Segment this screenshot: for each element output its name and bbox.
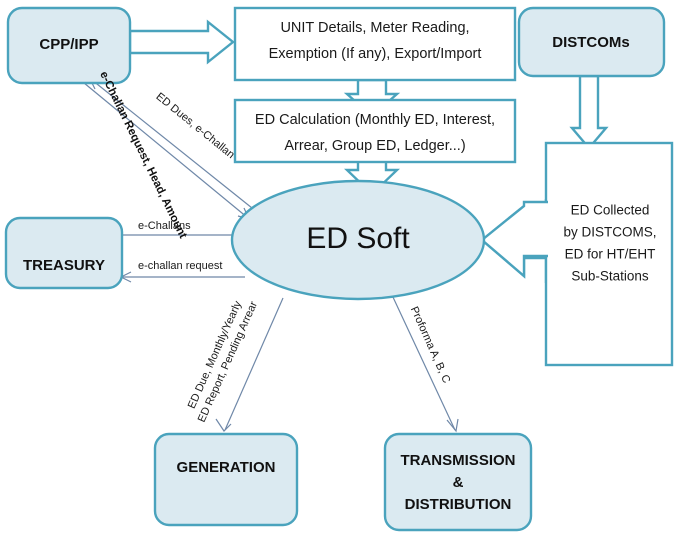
- node-generation[interactable]: [153, 432, 299, 527]
- box-text-ed-collected-line2: by DISTCOMS,: [563, 225, 656, 240]
- arrowhead-ed-soft-to-transmission: [446, 418, 459, 433]
- box-unit-details: [233, 6, 517, 82]
- box-text-ed-collected-line3: ED for HT/EHT: [565, 247, 656, 262]
- edge-label-cpp-ipp-to-ed-soft: e-Challan Request, Head, Amount: [97, 70, 189, 241]
- node-label-transmission-line1: TRANSMISSION: [400, 452, 515, 469]
- node-label-cpp-ipp: CPP/IPP: [39, 36, 98, 53]
- line-ed-soft-to-cpp-ipp: [91, 79, 253, 209]
- box-text-ed-collected-line4: Sub-Stations: [571, 269, 649, 284]
- line-ed-soft-to-generation: [224, 297, 284, 431]
- node-label-ed-soft: ED Soft: [306, 222, 410, 255]
- node-treasury[interactable]: [4, 216, 124, 290]
- node-label-distcoms: DISTCOMs: [552, 34, 630, 51]
- box-text-ed-collected-line1: ED Collected: [571, 203, 650, 218]
- node-transmission-distribution[interactable]: [383, 432, 533, 532]
- node-label-transmission-line3: DISTRIBUTION: [405, 496, 512, 513]
- box-text-unit-details-line2: Exemption (If any), Export/Import: [269, 46, 482, 62]
- edge-label-ed-soft-to-treasury: e-challan request: [138, 260, 222, 272]
- arrowhead-ed-soft-to-generation: [215, 418, 232, 432]
- box-ed-calculation: [233, 98, 517, 164]
- node-cpp-ipp[interactable]: [6, 6, 132, 85]
- block-arrow-distcoms-to-ed-collected: [569, 74, 609, 150]
- node-ed-soft[interactable]: [230, 179, 486, 301]
- node-label-treasury: TREASURY: [23, 257, 105, 274]
- block-arrow-ed-collected-to-ed-soft-tip: [480, 200, 548, 279]
- box-text-ed-calculation-line2: Arrear, Group ED, Ledger...): [284, 138, 465, 154]
- box-text-unit-details-line1: UNIT Details, Meter Reading,: [280, 20, 469, 36]
- node-label-generation: GENERATION: [177, 459, 276, 476]
- box-text-ed-calculation-line1: ED Calculation (Monthly ED, Interest,: [255, 112, 495, 128]
- block-arrow-cpp-to-unit-details: [128, 19, 235, 65]
- box-ed-collected: [544, 141, 674, 367]
- node-label-transmission-line2: &: [453, 474, 464, 491]
- line-cpp-ipp-to-ed-soft: [77, 77, 249, 219]
- line-ed-soft-to-transmission: [391, 294, 456, 431]
- edge-label-ed-soft-to-transmission: Proforma A, B, C: [408, 305, 453, 385]
- edge-label-treasury-to-ed-soft: e-Challans: [138, 220, 191, 232]
- node-distcoms[interactable]: [517, 6, 666, 78]
